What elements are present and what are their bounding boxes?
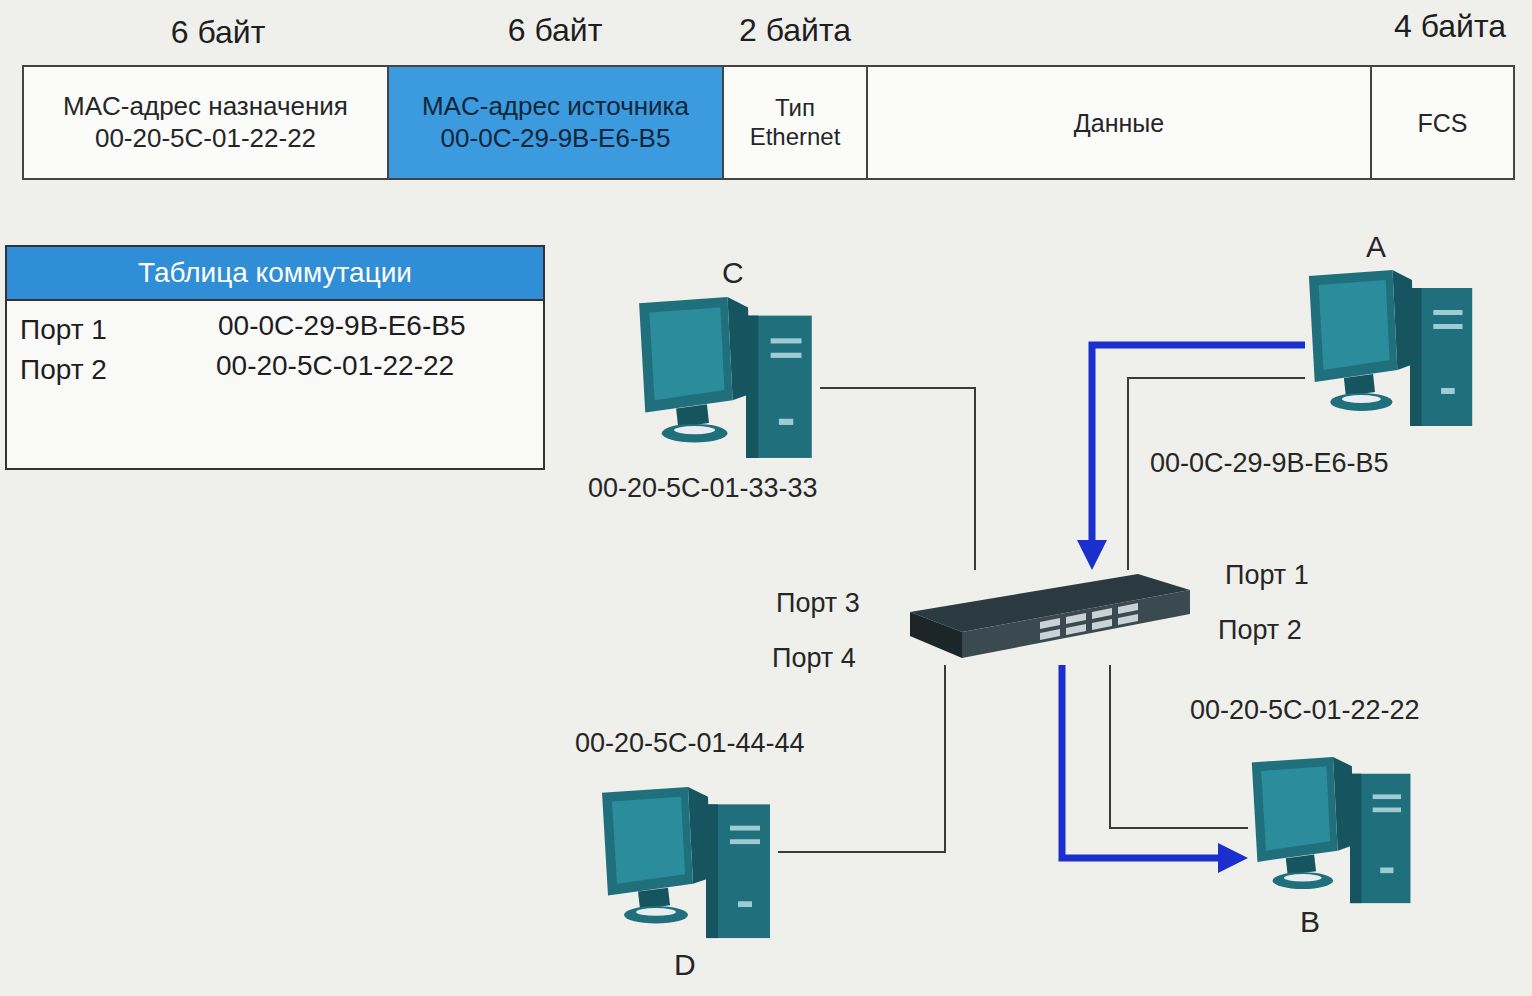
computer-picture	[598, 785, 778, 940]
table-cell: 00-20-5C-01-22-22	[216, 350, 454, 382]
computer-picture	[1248, 755, 1418, 905]
network-cable	[820, 388, 975, 570]
computer-picture	[635, 295, 820, 460]
field-text: Тип Ethernet	[740, 94, 850, 152]
computer-letter: A	[1366, 230, 1386, 265]
table-header-band: Таблица коммутации	[7, 247, 543, 301]
network-cable	[1110, 665, 1248, 828]
network-switch: Порт 1Порт 2Порт 3Порт 4	[910, 570, 1190, 665]
table-cell: Порт 1	[20, 314, 107, 346]
frame-field: MAC-адрес назначения00-20-5C-01-22-22	[22, 65, 387, 180]
mac-address: 00-20-5C-01-44-44	[575, 728, 805, 759]
arrow-head	[1218, 843, 1248, 873]
arrow-head	[1077, 540, 1107, 570]
frame-field: MAC-адрес источника00-0C-29-9B-E6-B5	[387, 65, 722, 180]
port-label: Порт 4	[772, 643, 856, 674]
network-cable	[778, 665, 945, 852]
computer-letter: B	[1300, 905, 1320, 940]
table-cell: 00-0C-29-9B-E6-B5	[218, 310, 465, 342]
connector-line	[1062, 665, 1218, 858]
computer: A00-0C-29-9B-E6-B5	[1305, 268, 1480, 428]
port-label: Порт 2	[1218, 615, 1302, 646]
connector-line	[820, 388, 975, 570]
field-text: MAC-адрес источника	[422, 91, 689, 122]
computer: 00-20-5C-01-44-44D	[598, 785, 778, 940]
mac-address: 00-0C-29-9B-E6-B5	[1150, 448, 1389, 479]
port-label: Порт 3	[776, 588, 860, 619]
computer-letter: C	[722, 256, 744, 291]
byte-size: 6 байт	[508, 12, 603, 49]
byte-size: 6 байт	[171, 14, 266, 51]
connector-line	[1110, 665, 1248, 828]
frame-field: FCS	[1370, 65, 1515, 180]
connector-line	[778, 665, 945, 852]
connector-line	[1092, 345, 1305, 540]
field-text: MAC-адрес назначения	[63, 91, 348, 122]
byte-size: 2 байта	[739, 12, 851, 49]
mac-address: 00-20-5C-01-33-33	[588, 473, 818, 504]
table-cell: Порт 2	[20, 354, 107, 386]
frame-field: Данные	[866, 65, 1370, 180]
field-text: Данные	[1074, 108, 1164, 138]
computer: C00-20-5C-01-33-33	[635, 295, 820, 460]
frame-field: Тип Ethernet	[722, 65, 866, 180]
field-text: 00-0C-29-9B-E6-B5	[441, 123, 671, 154]
computer-picture	[1305, 268, 1480, 428]
mac-address: 00-20-5C-01-22-22	[1190, 695, 1420, 726]
switch-picture	[910, 570, 1190, 665]
byte-size: 4 байта	[1394, 8, 1506, 45]
table-title: Таблица коммутации	[138, 257, 412, 289]
field-text: FCS	[1418, 108, 1468, 138]
field-text: 00-20-5C-01-22-22	[95, 123, 316, 154]
port-label: Порт 1	[1225, 560, 1309, 591]
computer: 00-20-5C-01-22-22B	[1248, 755, 1418, 905]
computer-letter: D	[674, 948, 696, 983]
